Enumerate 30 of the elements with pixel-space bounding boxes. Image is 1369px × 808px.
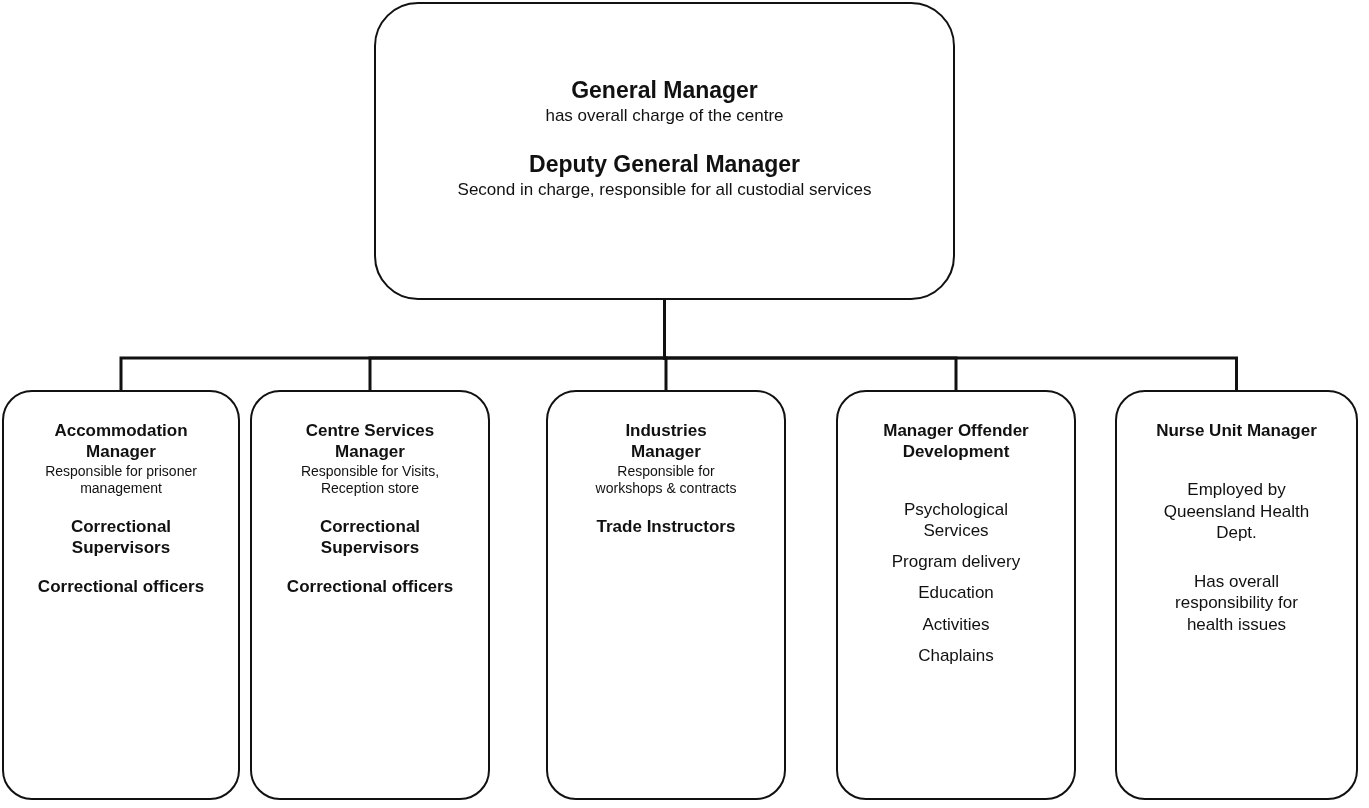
role-title: Deputy General Manager (529, 150, 800, 179)
role-description: Activities (922, 613, 990, 635)
role-description: Responsible for workshops & contracts (594, 462, 738, 498)
role-title: Correctional Supervisors (69, 515, 173, 558)
role-title: Correctional officers (37, 576, 205, 598)
role-title: Manager Offender Development (882, 420, 1030, 463)
role-description: Responsible for Visits, Reception store (299, 462, 441, 498)
role-box (1115, 390, 1358, 800)
role-title: Centre Services Manager (304, 420, 436, 463)
role-description: Psychological Services (903, 498, 1009, 541)
role-box (2, 390, 240, 800)
role-description: Education (918, 582, 994, 604)
role-description: Responsible for prisoner management (44, 462, 198, 498)
role-description: Employed by Queensland Health Dept. (1162, 479, 1311, 543)
role-title: General Manager (571, 76, 758, 105)
role-description: Chaplains (918, 644, 994, 666)
role-box (836, 390, 1076, 800)
role-title: Correctional Supervisors (318, 515, 422, 558)
role-title: Accommodation Manager (53, 420, 189, 463)
role-description: Program delivery (891, 551, 1021, 573)
role-box (250, 390, 490, 800)
role-description: Has overall responsibility for health issues (1174, 571, 1299, 635)
role-box (374, 2, 955, 300)
role-title: Trade Instructors (596, 515, 736, 537)
role-title: Industries Manager (624, 420, 708, 463)
role-box (546, 390, 786, 800)
role-description: Second in charge, responsible for all custodial services (457, 178, 872, 200)
role-description: has overall charge of the centre (545, 104, 784, 126)
role-title: Nurse Unit Manager (1156, 420, 1317, 442)
role-title: Correctional officers (286, 576, 454, 598)
